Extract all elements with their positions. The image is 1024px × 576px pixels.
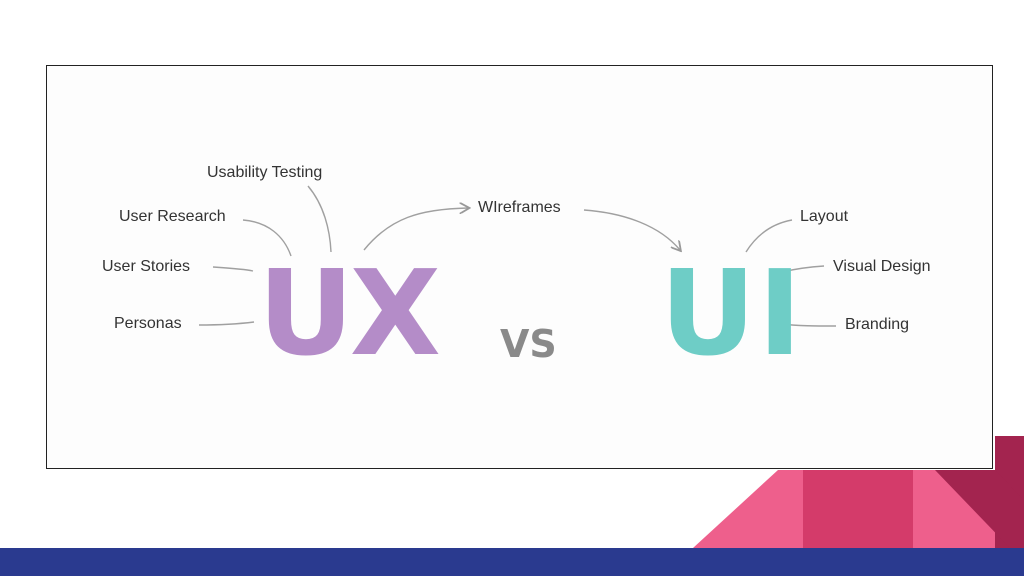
- diagram-frame: [46, 65, 993, 469]
- label-user-research: User Research: [119, 208, 226, 225]
- ux-heading: UX: [258, 244, 441, 382]
- vs-label: VS: [500, 322, 557, 366]
- label-usability-testing: Usability Testing: [207, 164, 323, 181]
- line-personas: [198, 321, 255, 326]
- line-visual-design: [781, 265, 825, 273]
- label-user-stories: User Stories: [102, 258, 191, 275]
- arrow-ux-to-wireframes: [363, 208, 468, 251]
- label-wireframes: WIreframes: [478, 199, 561, 216]
- line-branding: [781, 323, 837, 327]
- label-layout: Layout: [800, 208, 849, 225]
- arrow-wireframes-to-ui: [583, 209, 680, 250]
- line-user-research: [242, 219, 292, 257]
- label-branding: Branding: [845, 316, 910, 333]
- line-user-stories: [212, 266, 254, 272]
- label-personas: Personas: [114, 315, 182, 332]
- ui-heading: UI: [660, 244, 804, 382]
- label-visual-design: Visual Design: [833, 258, 931, 275]
- line-layout: [745, 219, 793, 253]
- line-usability-testing: [307, 185, 332, 253]
